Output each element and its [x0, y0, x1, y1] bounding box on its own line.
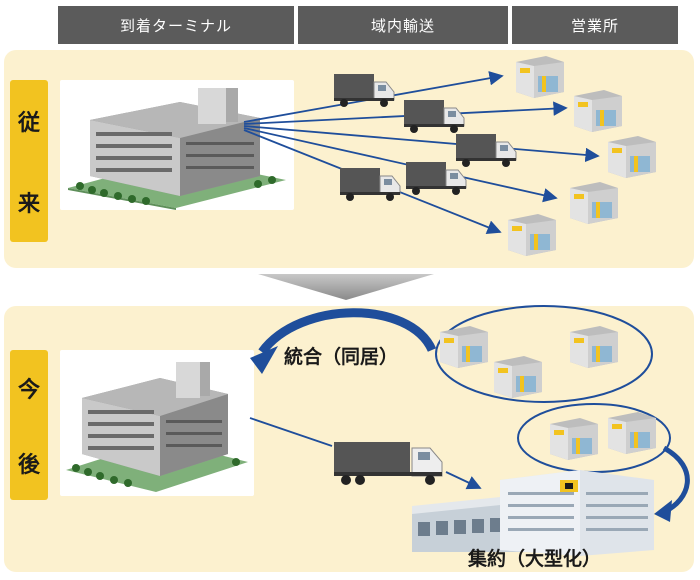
- conventional-label-char-2: 来: [17, 191, 40, 217]
- conventional-terminal-photo: [60, 80, 294, 210]
- future-label-char-2: 後: [17, 452, 40, 478]
- merge-caption: 統合（同居）: [284, 346, 399, 368]
- conventional-label-char-1: 従: [17, 110, 40, 136]
- sales-office-icon: [550, 418, 598, 460]
- large-truck-icon: [334, 442, 443, 485]
- sales-office-icon: [440, 326, 488, 368]
- sales-office-icon: [574, 90, 622, 132]
- sales-office-icon: [570, 326, 618, 368]
- sales-office-icon: [508, 214, 556, 256]
- large-hub-building-icon: [412, 470, 654, 556]
- conventional-label: 従 来: [10, 80, 48, 242]
- truck-icon: [404, 100, 465, 133]
- header-arrival-terminal: 到着ターミナル: [58, 6, 294, 44]
- consolidate-caption: 集約（大型化）: [468, 548, 602, 570]
- truck-icon: [406, 162, 467, 195]
- truck-icon: [334, 74, 395, 107]
- terminal-building-icon: [68, 88, 286, 210]
- truck-icon: [340, 168, 401, 201]
- truck-icon: [456, 134, 517, 167]
- terminal-building-icon: [66, 362, 248, 492]
- sales-office-icon: [516, 56, 564, 98]
- future-terminal-photo: [60, 350, 254, 496]
- future-label: 今 後: [10, 350, 48, 500]
- sales-office-icon: [608, 412, 656, 454]
- sales-office-icon: [608, 136, 656, 178]
- future-label-char-1: 今: [17, 377, 40, 403]
- header-intra-area-transport: 域内輸送: [298, 6, 508, 44]
- transition-arrow-icon: [258, 274, 434, 300]
- sales-office-icon: [570, 182, 618, 224]
- sales-office-icon: [494, 356, 542, 398]
- header-sales-office: 営業所: [512, 6, 678, 44]
